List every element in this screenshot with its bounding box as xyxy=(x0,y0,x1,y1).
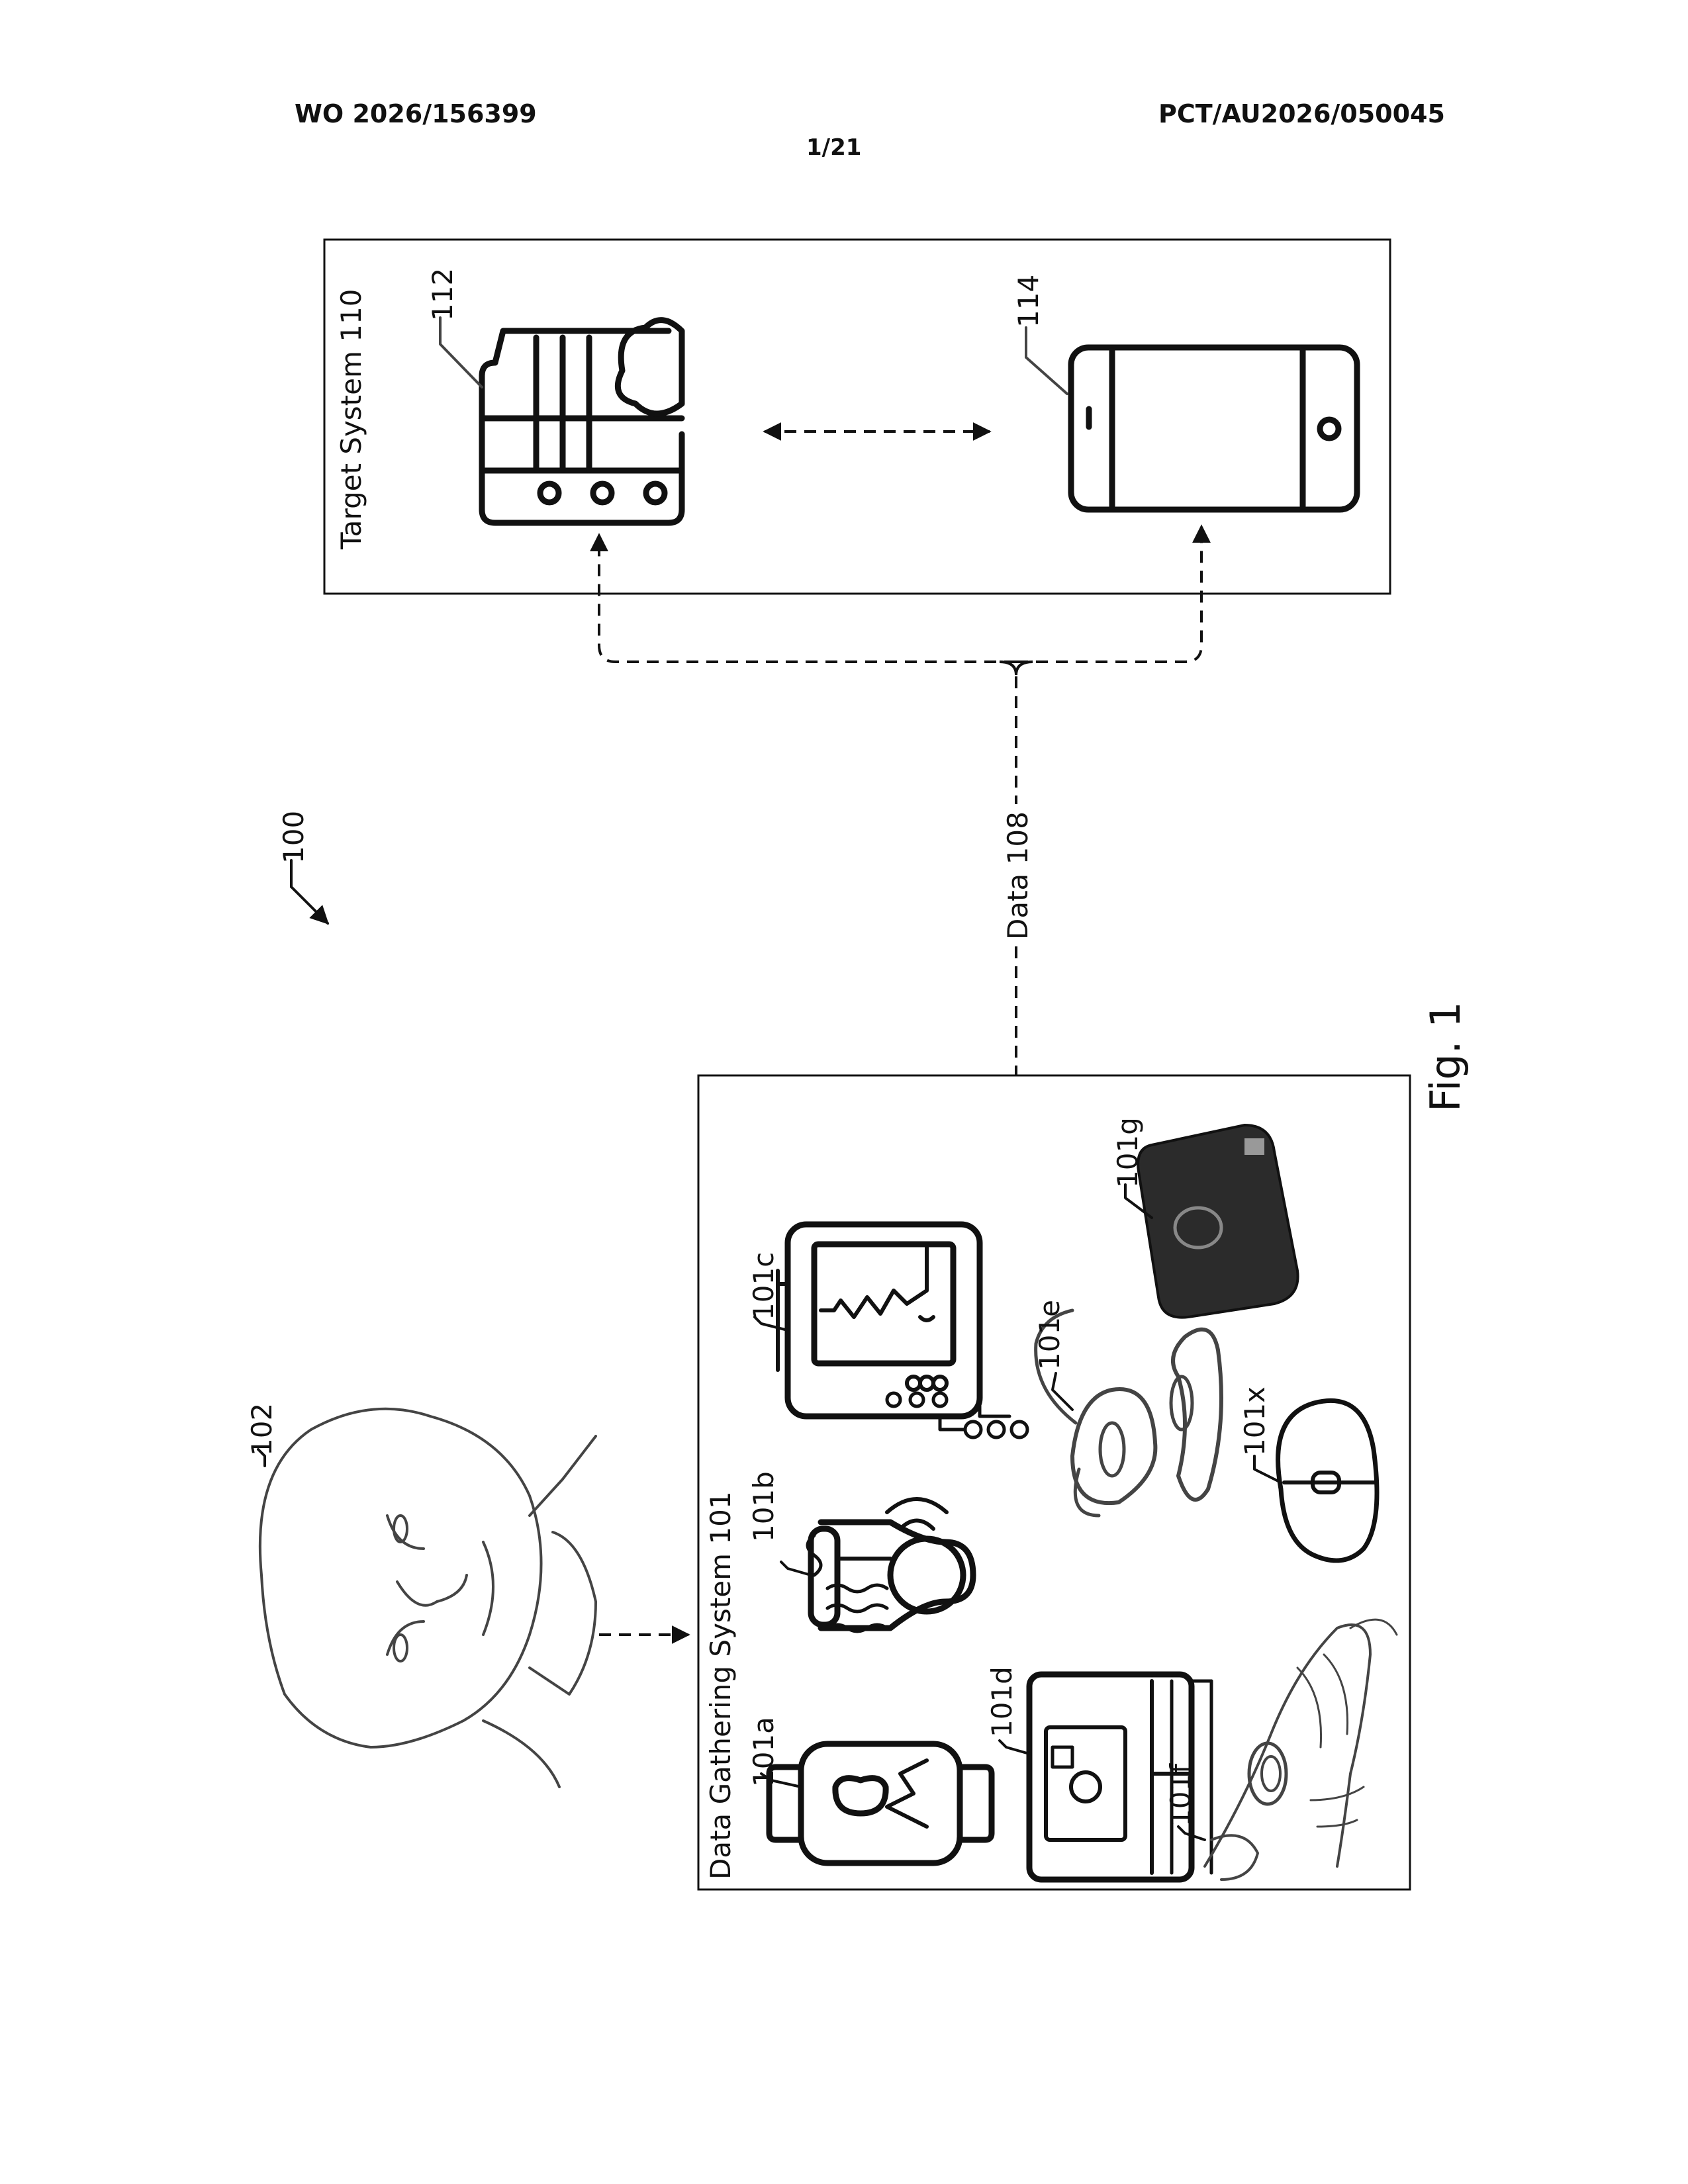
data-branch-server xyxy=(599,535,1016,662)
insulin-pump-icon xyxy=(1138,1125,1297,1318)
data-brace xyxy=(1000,662,1033,675)
phone-ref: 114 xyxy=(1012,275,1045,328)
server-ref: 112 xyxy=(426,268,459,321)
system-ref: 100 xyxy=(277,811,310,864)
finger-ring-icon xyxy=(1205,1619,1397,1880)
device-ref-101b: 101b xyxy=(747,1471,780,1542)
smartphone-icon xyxy=(1071,347,1357,510)
device-ref-101d: 101d xyxy=(986,1666,1018,1737)
leader-114 xyxy=(1026,328,1067,394)
device-ref-101g: 101g xyxy=(1111,1117,1144,1188)
target-system-label: Target System 110 xyxy=(335,289,367,550)
server-cloud-icon xyxy=(482,320,682,523)
leader-101d xyxy=(1000,1741,1029,1754)
smartwatch-heart-icon xyxy=(769,1744,992,1863)
device-ref-101f: 101f xyxy=(1164,1763,1197,1827)
device-ref-101e: 101e xyxy=(1033,1300,1066,1370)
patient-monitor-icon xyxy=(778,1224,1027,1437)
device-ref-101x: 101x xyxy=(1239,1387,1271,1456)
arrow-100 xyxy=(291,887,328,923)
data-label: Data 108 xyxy=(1002,811,1034,940)
device-ref-101c: 101c xyxy=(747,1252,780,1320)
figure-caption: Fig. 1 xyxy=(1421,1001,1470,1112)
computer-mouse-icon xyxy=(1278,1400,1377,1561)
device-ref-101a: 101a xyxy=(747,1717,780,1787)
data-gathering-system-label: Data Gathering System 101 xyxy=(704,1491,737,1880)
person-ref: 102 xyxy=(246,1403,278,1456)
thermometer-icon xyxy=(808,1499,973,1631)
leader-101b xyxy=(781,1562,811,1575)
leader-112 xyxy=(440,318,482,387)
person-face-icon xyxy=(260,1409,596,1787)
